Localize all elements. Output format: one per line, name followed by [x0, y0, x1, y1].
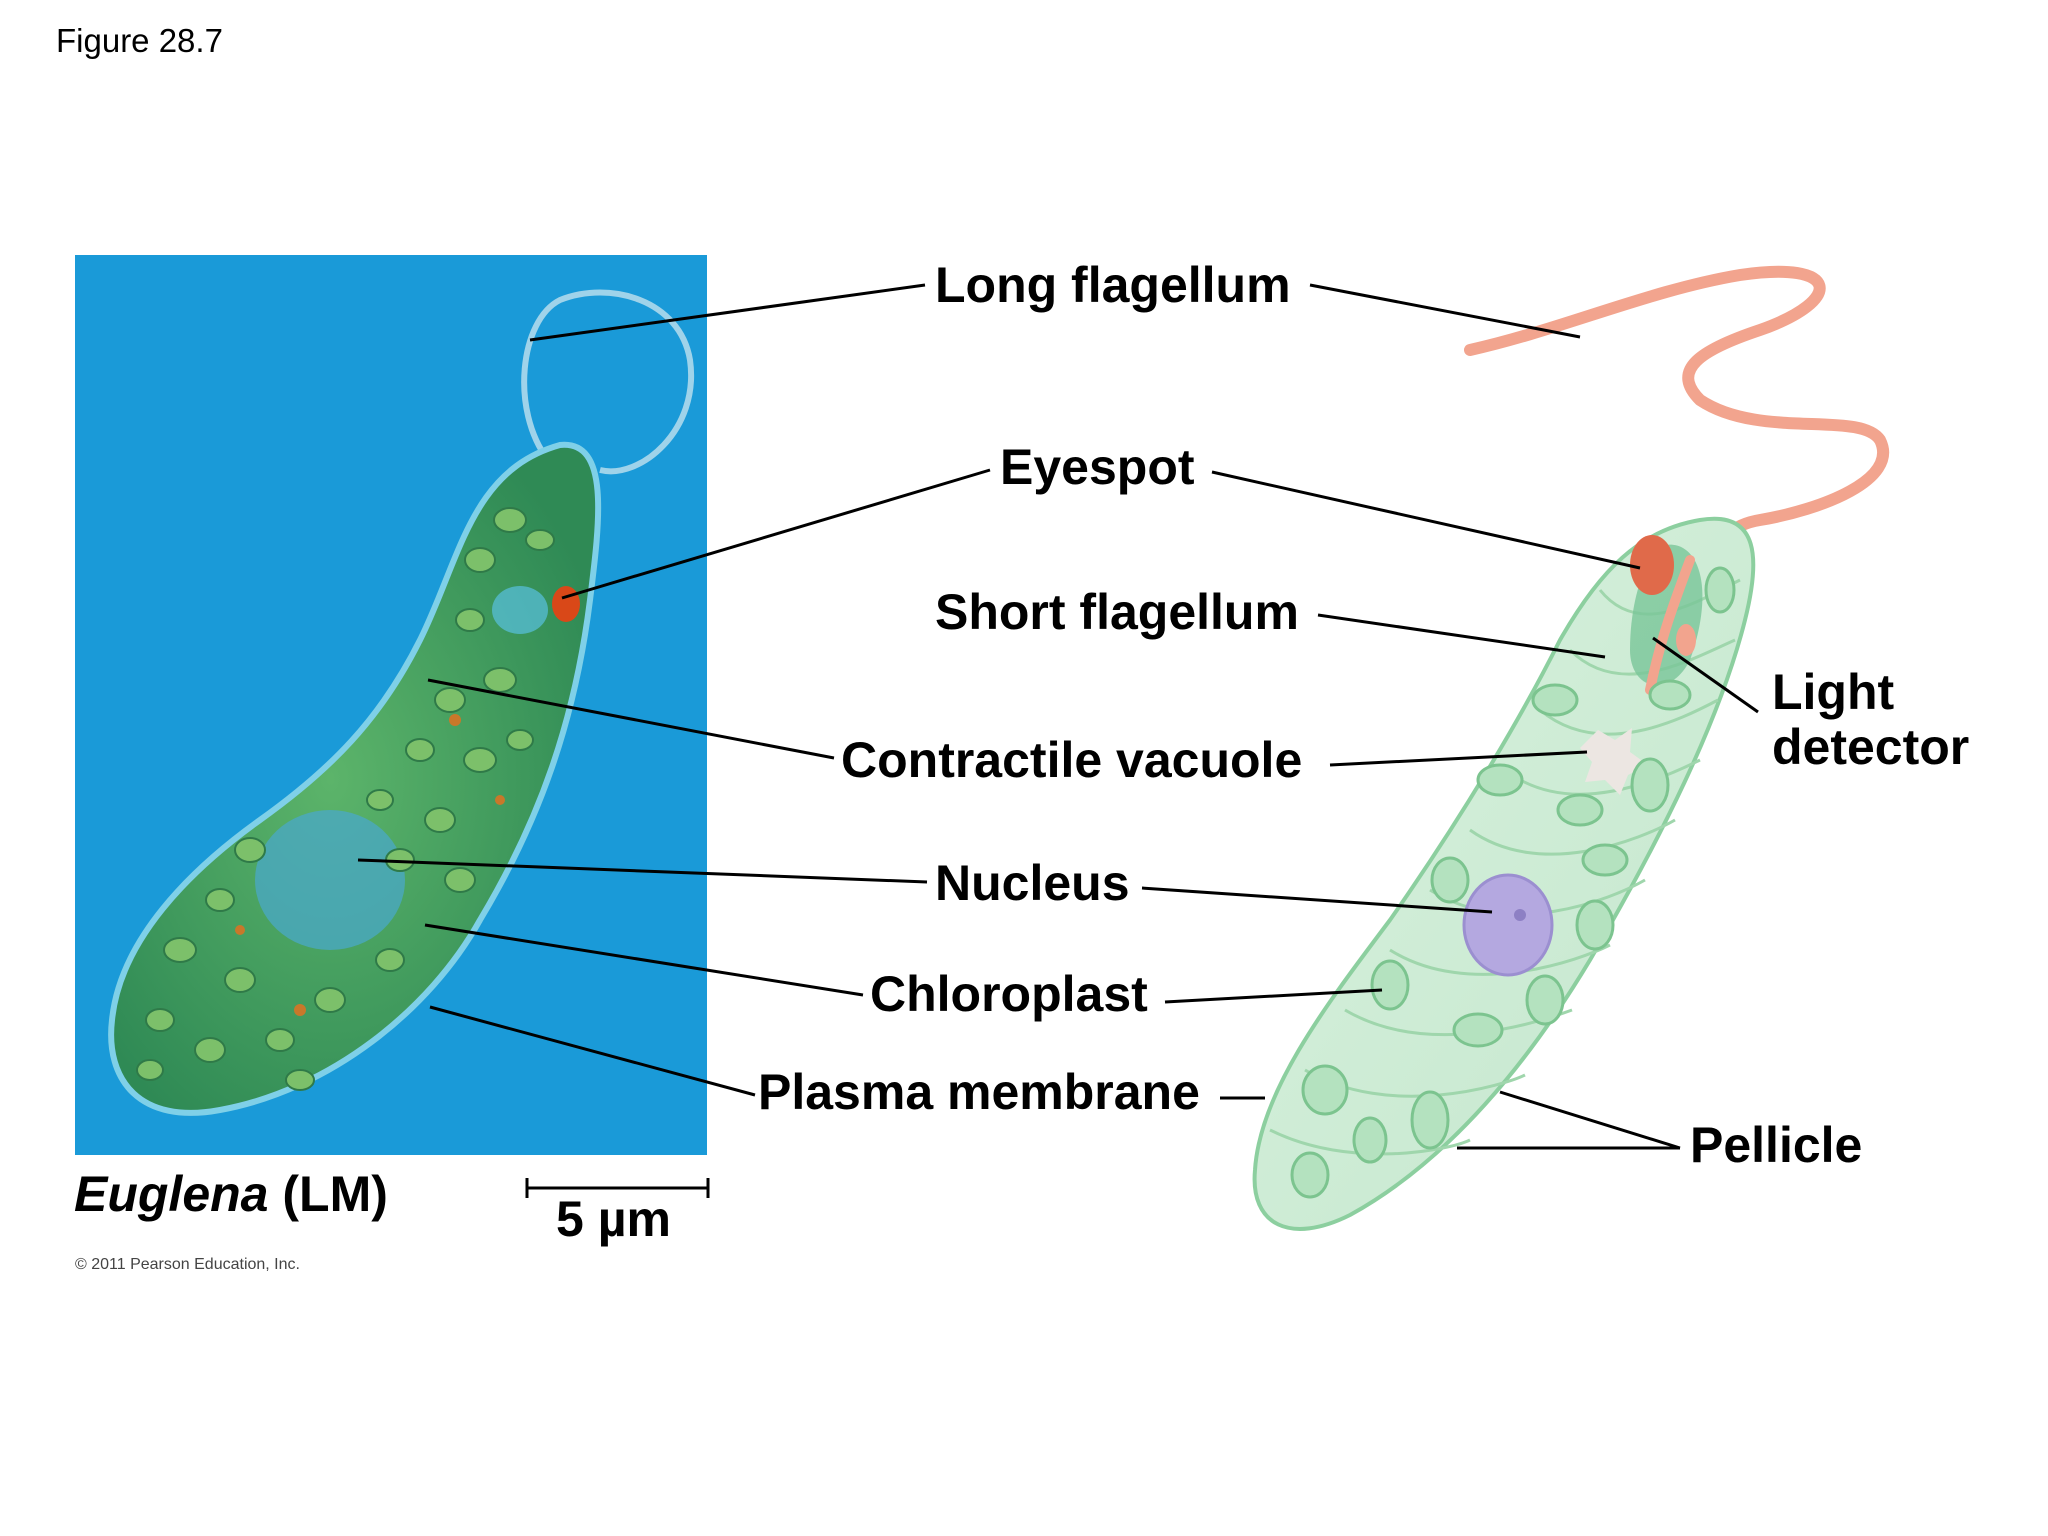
leader-long-flagellum-left — [529, 283, 926, 342]
label-chloroplast: Chloroplast — [870, 966, 1148, 1022]
diagram-long-flagellum — [1464, 265, 1889, 566]
micrograph — [75, 255, 707, 1155]
diagram-nucleolus — [1514, 909, 1526, 921]
leader-nucleus-left — [357, 858, 928, 884]
caption-genus: Euglena — [74, 1166, 269, 1222]
diagram-chloroplasts — [1290, 566, 1736, 1199]
micrograph-nucleus — [255, 810, 405, 950]
copyright-notice: © 2011 Pearson Education, Inc. — [75, 1256, 300, 1273]
label-nucleus: Nucleus — [935, 855, 1130, 911]
leader-light-detector — [1652, 636, 1759, 714]
leader-plasma-membrane-left — [429, 1005, 756, 1097]
label-light-detector: Light detector — [1772, 665, 1969, 775]
diagram-eyespot — [1630, 535, 1674, 595]
leader-chloroplast-right — [1164, 988, 1383, 1004]
caption-method: (LM) — [268, 1166, 388, 1222]
diagram-contractile-vacuole — [1580, 728, 1648, 795]
diagram-nucleus — [1462, 873, 1554, 977]
label-contractile-vacuole: Contractile vacuole — [841, 732, 1303, 788]
label-eyespot: Eyespot — [1000, 439, 1195, 495]
leader-contractile-vacuole-right — [1329, 750, 1588, 767]
label-short-flagellum: Short flagellum — [935, 584, 1299, 640]
leader-short-flagellum — [1317, 613, 1606, 659]
label-light-detector-line2: detector — [1772, 719, 1970, 775]
micrograph-flagellum — [521, 289, 695, 475]
micrograph-caption: Euglena (LM) — [74, 1165, 388, 1223]
label-pellicle: Pellicle — [1690, 1117, 1863, 1173]
leader-long-flagellum-right — [1309, 283, 1581, 339]
diagram-light-detector — [1676, 624, 1696, 656]
leader-lines — [357, 283, 1759, 1198]
label-light-detector-line1: Light — [1772, 664, 1895, 720]
leader-pellicle-top — [1499, 1090, 1681, 1150]
micrograph-vacuole — [492, 586, 548, 634]
micrograph-eyespot — [552, 586, 580, 622]
diagram-short-flagellum — [1645, 555, 1695, 695]
leader-eyespot-left — [561, 468, 991, 600]
figure-label: Figure 28.7 — [56, 22, 223, 59]
leader-nucleus-right — [1141, 886, 1493, 914]
leader-chloroplast-left — [424, 923, 864, 997]
label-plasma-membrane: Plasma membrane — [758, 1064, 1200, 1120]
leader-eyespot-right — [1211, 470, 1641, 570]
micrograph-granules — [235, 714, 505, 1016]
micrograph-chloroplasts — [136, 507, 555, 1091]
leader-contractile-vacuole-left — [427, 678, 835, 760]
scale-bar-label: 5 µm — [556, 1191, 671, 1247]
euglena-diagram — [1252, 265, 1889, 1231]
label-long-flagellum: Long flagellum — [935, 257, 1291, 313]
